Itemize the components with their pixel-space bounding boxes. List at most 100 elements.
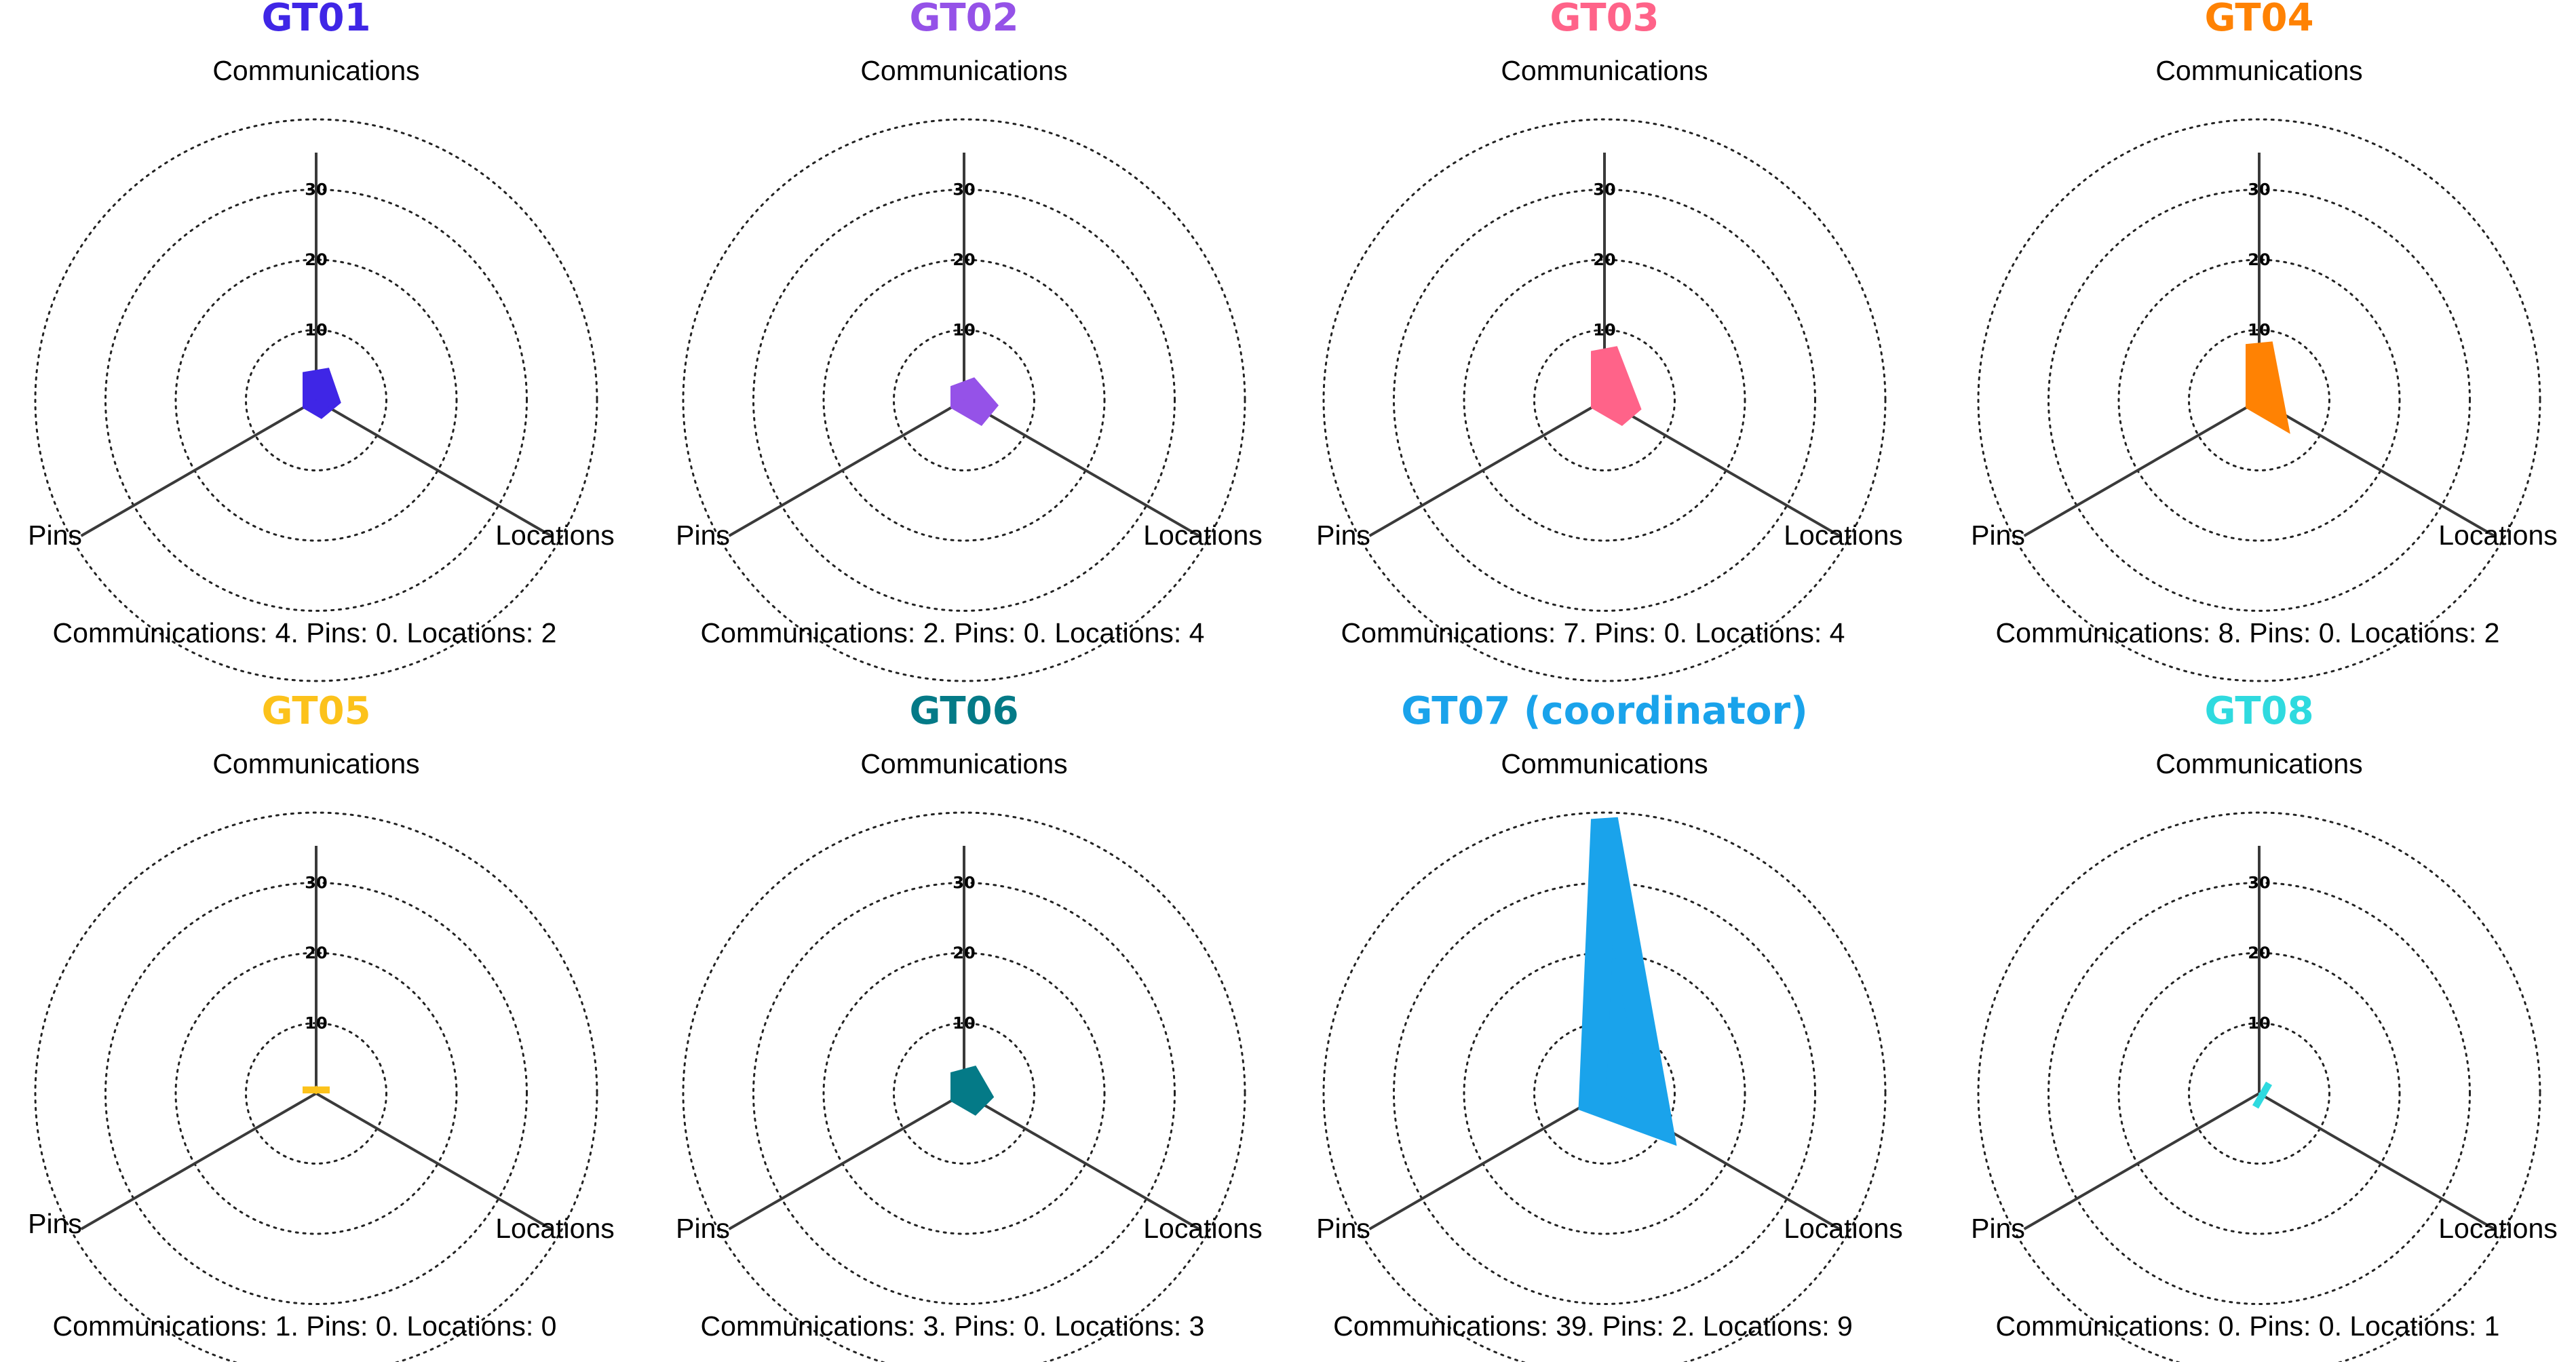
tick-label: 30 (305, 874, 327, 893)
grid-ring-20 (2117, 258, 2401, 542)
data-point-locations (987, 413, 989, 415)
grid-ring-20 (174, 952, 458, 1235)
tick-label: 30 (1593, 180, 1615, 199)
tick-label: 20 (953, 250, 975, 269)
tick-label: 20 (2248, 250, 2270, 269)
axis-label-communications: Communications (860, 748, 1067, 779)
chart-caption: Communications: 8. Pins: 0. Locations: 2 (1996, 617, 2500, 648)
axis-label-pins: Pins (28, 520, 82, 551)
chart-title: GT05 (261, 689, 370, 733)
tick-label: 20 (2248, 943, 2270, 962)
axis-spoke-pins (80, 1092, 317, 1230)
tick-label: 20 (305, 943, 327, 962)
data-point-pins (2258, 400, 2260, 401)
axis-label-locations: Locations (495, 520, 615, 551)
data-point-communications (315, 1085, 317, 1087)
axis-label-locations: Locations (1143, 1213, 1263, 1244)
chart-caption: Communications: 0. Pins: 0. Locations: 1 (1996, 1310, 2500, 1342)
tick-label: 30 (953, 874, 975, 893)
data-point-pins (315, 400, 317, 401)
axis-spoke-pins (728, 1092, 965, 1230)
axis-label-pins: Pins (676, 520, 730, 551)
chart-title: GT06 (909, 689, 1018, 733)
data-point-communications (1604, 350, 1605, 352)
data-point-locations (315, 1093, 317, 1094)
tick-label: 20 (305, 250, 327, 269)
grid-ring-20 (822, 258, 1106, 542)
axis-spoke-pins (728, 399, 965, 537)
axis-label-communications: Communications (2155, 748, 2362, 779)
chart-caption: Communications: 4. Pins: 0. Locations: 2 (53, 617, 557, 648)
axis-label-locations: Locations (1143, 520, 1263, 551)
data-shape (950, 377, 999, 427)
axis-label-locations: Locations (495, 1213, 615, 1244)
axis-spoke-pins (2023, 1092, 2261, 1230)
grid-ring-40 (34, 811, 598, 1362)
axis-spoke-pins (2023, 399, 2261, 537)
data-point-communications (963, 1071, 965, 1073)
chart-caption: Communications: 1. Pins: 0. Locations: 0 (53, 1310, 557, 1342)
data-point-locations (2264, 1096, 2266, 1098)
axis-label-pins: Pins (1971, 1213, 2025, 1244)
axis-label-communications: Communications (860, 55, 1067, 86)
data-shape (2246, 341, 2290, 434)
chart-title: GT07 (coordinator) (1401, 689, 1807, 733)
data-point-communications (315, 371, 317, 373)
data-point-pins (963, 1093, 965, 1094)
data-point-locations (2270, 406, 2272, 408)
tick-label: 10 (2248, 1014, 2270, 1033)
axis-label-pins: Pins (1316, 520, 1370, 551)
data-shape (2252, 1081, 2273, 1109)
axis-label-locations: Locations (2438, 1213, 2558, 1244)
data-point-pins (1604, 400, 1605, 401)
data-shape (303, 368, 341, 419)
tick-label: 10 (305, 321, 327, 340)
tick-label: 10 (2248, 321, 2270, 340)
axis-label-communications: Communications (2155, 55, 2362, 86)
tick-label: 10 (305, 1014, 327, 1033)
axis-spoke-pins (1368, 1092, 1606, 1230)
data-point-locations (1658, 1124, 1660, 1126)
tick-label: 30 (2248, 874, 2270, 893)
axis-label-communications: Communications (1501, 55, 1708, 86)
grid-ring-40 (1322, 118, 1887, 682)
tick-label: 10 (953, 1014, 975, 1033)
grid-ring-40 (1977, 118, 2541, 682)
axis-spoke-locations (2258, 1092, 2495, 1230)
data-point-pins (1592, 1100, 1594, 1102)
grid-ring-40 (682, 118, 1246, 682)
data-point-pins (963, 400, 965, 401)
data-shape (950, 1065, 995, 1116)
axis-label-locations: Locations (1784, 1213, 1903, 1244)
data-point-communications (963, 385, 965, 387)
axis-spoke-locations (963, 1092, 1200, 1230)
grid-ring-20 (174, 258, 458, 542)
data-point-locations (1628, 413, 1630, 415)
tick-label: 30 (953, 180, 975, 199)
grid-ring-40 (1977, 811, 2541, 1362)
axis-spoke-locations (2258, 399, 2495, 537)
data-point-locations (981, 1103, 983, 1105)
grid-ring-20 (1463, 952, 1746, 1235)
data-shape (1591, 346, 1642, 427)
axis-label-pins: Pins (1316, 1213, 1370, 1244)
data-point-locations (327, 406, 329, 408)
data-point-communications (2258, 343, 2260, 345)
data-point-pins (2258, 1093, 2260, 1094)
axis-spoke-locations (315, 399, 552, 537)
chart-title: GT08 (2204, 689, 2313, 733)
tick-label: 30 (2248, 180, 2270, 199)
tick-label: 20 (1593, 250, 1615, 269)
chart-caption: Communications: 7. Pins: 0. Locations: 4 (1341, 617, 1845, 648)
axis-label-communications: Communications (212, 55, 419, 86)
grid-ring-20 (2117, 952, 2401, 1235)
chart-title: GT04 (2204, 0, 2313, 40)
